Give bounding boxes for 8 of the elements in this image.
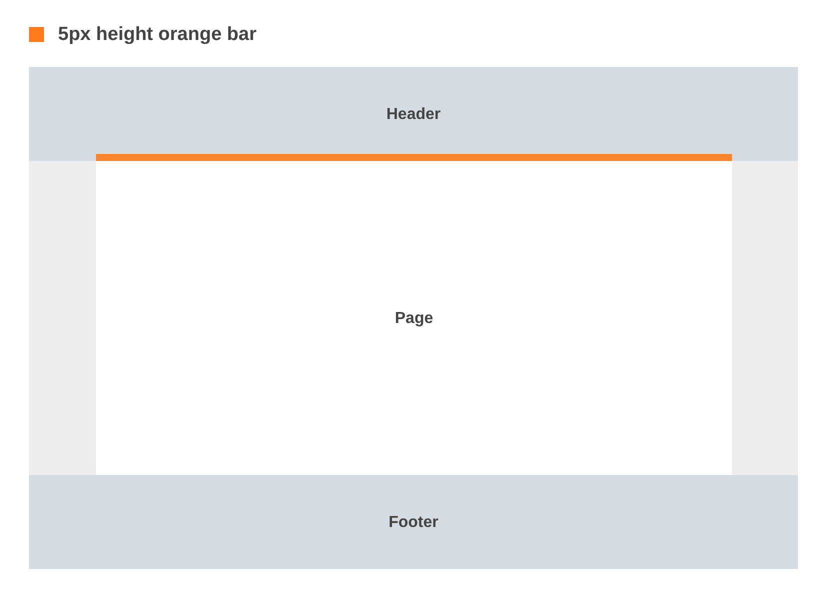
section-label: Page: [394, 308, 434, 328]
side-margin-area: [732, 161, 798, 475]
side-margin-area: [29, 161, 96, 475]
section-label: Footer: [388, 512, 438, 532]
header-band: [29, 67, 798, 161]
footer-band: [29, 475, 798, 569]
legend-label: 5px height orange bar: [58, 23, 256, 46]
section-label: Header: [386, 104, 441, 124]
